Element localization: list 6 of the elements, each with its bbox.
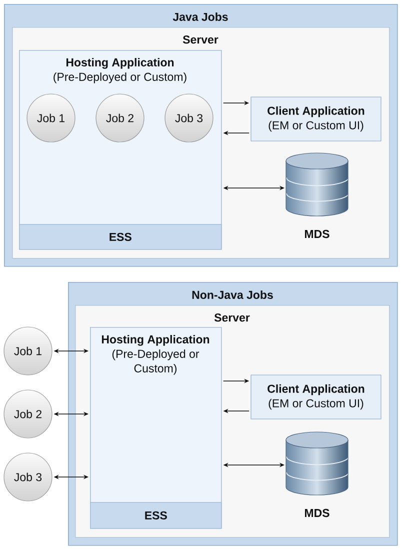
application-box: Client Application (EM or Custom UI) (250, 96, 382, 142)
node-caption: MDS (304, 230, 330, 238)
application-box: Client Application (EM or Custom UI) (250, 374, 382, 420)
layer-band: ESS (90, 502, 222, 529)
node-caption: MDS (304, 508, 330, 518)
layer-band: ESS (19, 224, 222, 250)
